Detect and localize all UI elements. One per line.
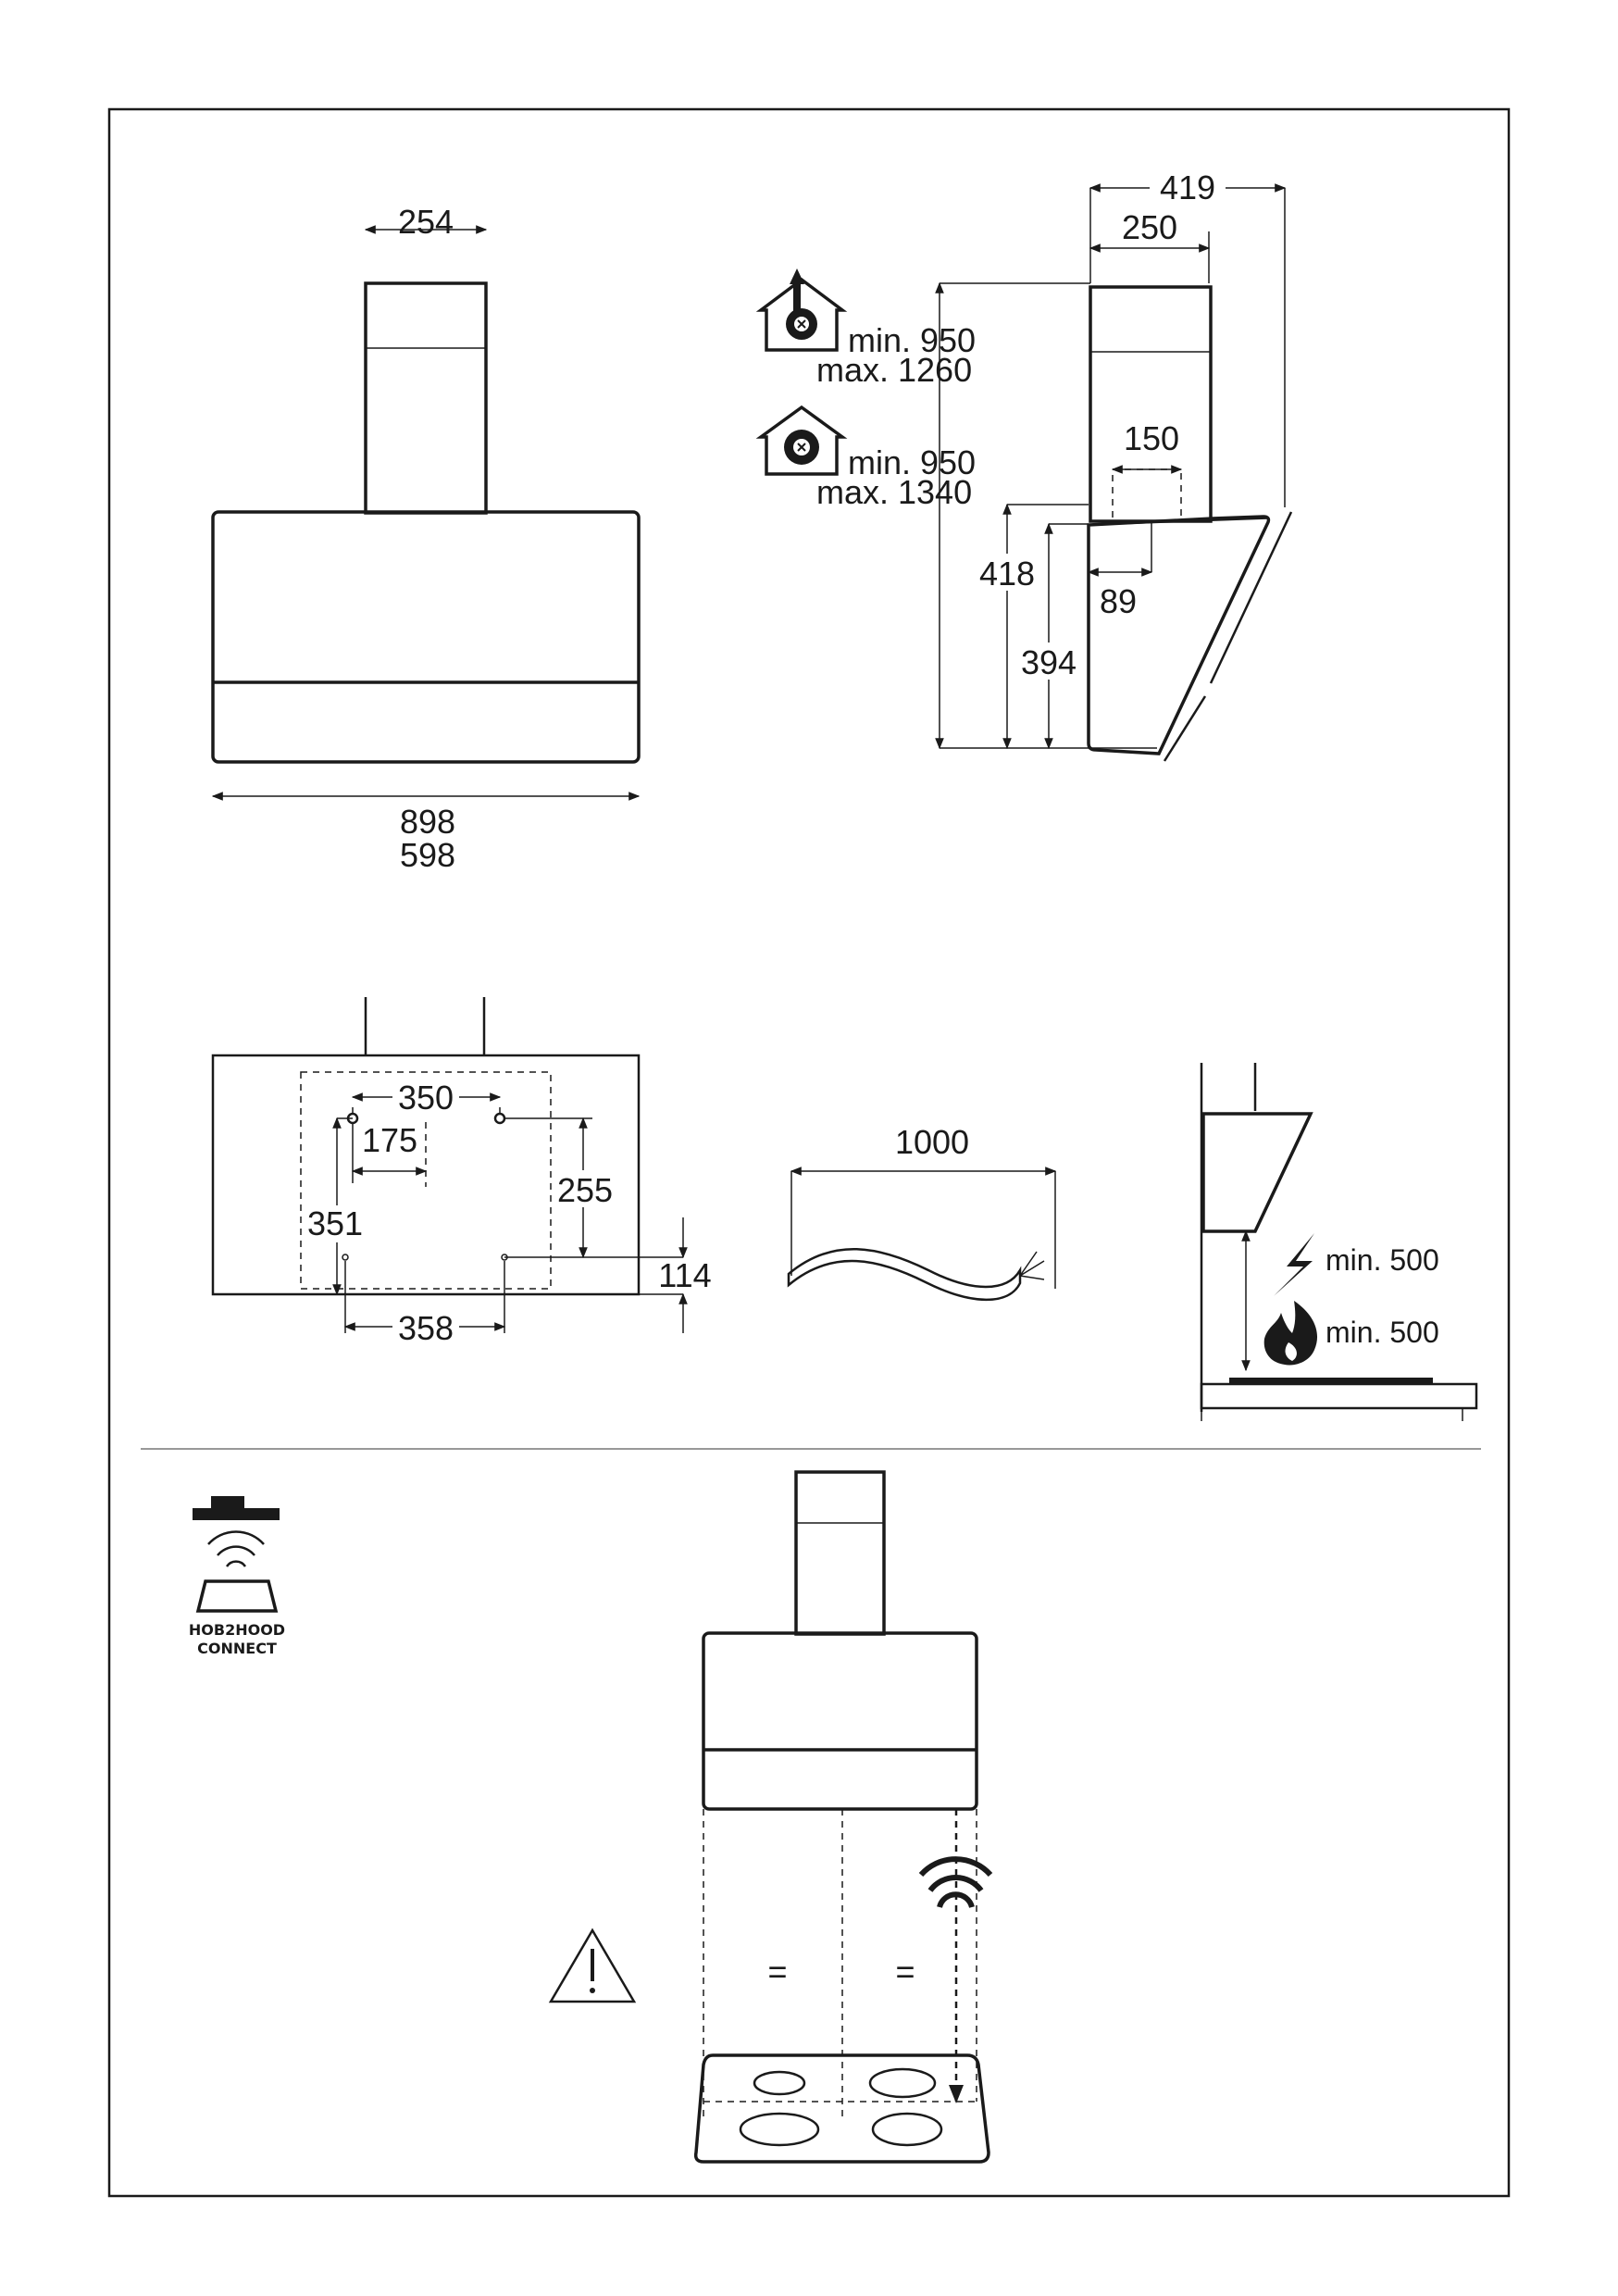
recirculation-max-label: max. 1340 [816, 473, 972, 511]
total-height-label: 351 [307, 1204, 363, 1242]
hob-icon [195, 1579, 279, 1613]
bracket-drop-label: 255 [557, 1171, 613, 1209]
hood-wifi-icon [918, 1856, 993, 1908]
center-mark-left: = [767, 1953, 787, 1990]
wall-line [1209, 511, 1293, 684]
hob2hood-line2: CONNECT [197, 1640, 277, 1657]
outlet-dashed [1112, 468, 1182, 522]
chimney-depth-label: 250 [1122, 208, 1177, 246]
chimney-width-label: 254 [398, 203, 454, 241]
warning-icon [548, 1928, 637, 2003]
lightning-icon [1274, 1233, 1314, 1296]
hob2hood-logo: HOB2HOOD CONNECT [189, 1496, 285, 1657]
front-chimney [364, 281, 488, 515]
page-frame [107, 107, 1511, 2198]
recirculation-house-icon [755, 405, 848, 476]
bottom-hob [693, 2053, 990, 2164]
center-mark-right: = [895, 1953, 915, 1990]
lower-hole-left [342, 1254, 349, 1261]
cable-view: 1000 [787, 1123, 1057, 1302]
front-view: 254 898 598 [211, 203, 641, 874]
side-view: 419 250 150 89 418 394 [755, 168, 1293, 762]
bracket-half-label: 175 [362, 1121, 417, 1159]
electric-min-label: min. 500 [1326, 1243, 1439, 1277]
bottom-offset-label: 114 [658, 1256, 711, 1294]
lower-hole-spacing-label: 358 [398, 1309, 454, 1347]
hob-zone-2 [868, 2067, 937, 2099]
hood-icon [193, 1496, 280, 1520]
outlet-offset-label: 89 [1100, 582, 1137, 620]
extraction-max-label: max. 1260 [816, 351, 972, 389]
hob-zone-1 [753, 2070, 806, 2096]
recirculation-min-label: min. 950 [848, 443, 976, 481]
power-cable [787, 1248, 1022, 1302]
hob2hood-line1: HOB2HOOD [189, 1621, 285, 1639]
extraction-house-icon [755, 268, 848, 352]
mounting-dashed-area [300, 1071, 552, 1290]
side-chimney [1089, 285, 1213, 523]
hob-zone-3 [739, 2112, 820, 2147]
extraction-min-label: min. 950 [848, 321, 976, 359]
hood-width-a-label: 898 [400, 803, 455, 841]
outlet-width-label: 150 [1124, 419, 1179, 457]
total-depth-label: 419 [1160, 168, 1215, 206]
front-hood-body [211, 510, 641, 764]
hood-height-outer-label: 418 [979, 555, 1035, 593]
clearance-view: min. 500 min. 500 [1200, 1063, 1478, 1421]
bottom-chimney [794, 1470, 886, 1636]
centering-view: = = [548, 1470, 993, 2164]
wifi-icon [207, 1530, 265, 1567]
bottom-hood [702, 1631, 978, 1811]
hood-height-inner-label: 394 [1021, 643, 1077, 681]
hob-zone-4 [871, 2112, 943, 2147]
flame-icon [1263, 1301, 1318, 1366]
side-hood-body [1087, 515, 1271, 755]
mounting-view: 350 175 255 351 358 114 [211, 997, 712, 1347]
cable-length-label: 1000 [895, 1123, 969, 1161]
mounting-outline [211, 1054, 641, 1296]
bracket-spacing-label: 350 [398, 1079, 454, 1117]
clearance-hob [1200, 1382, 1478, 1410]
hood-width-b-label: 598 [400, 836, 455, 874]
clearance-hood [1201, 1112, 1313, 1233]
gas-min-label: min. 500 [1326, 1316, 1439, 1349]
bracket-hole-right [493, 1112, 506, 1125]
